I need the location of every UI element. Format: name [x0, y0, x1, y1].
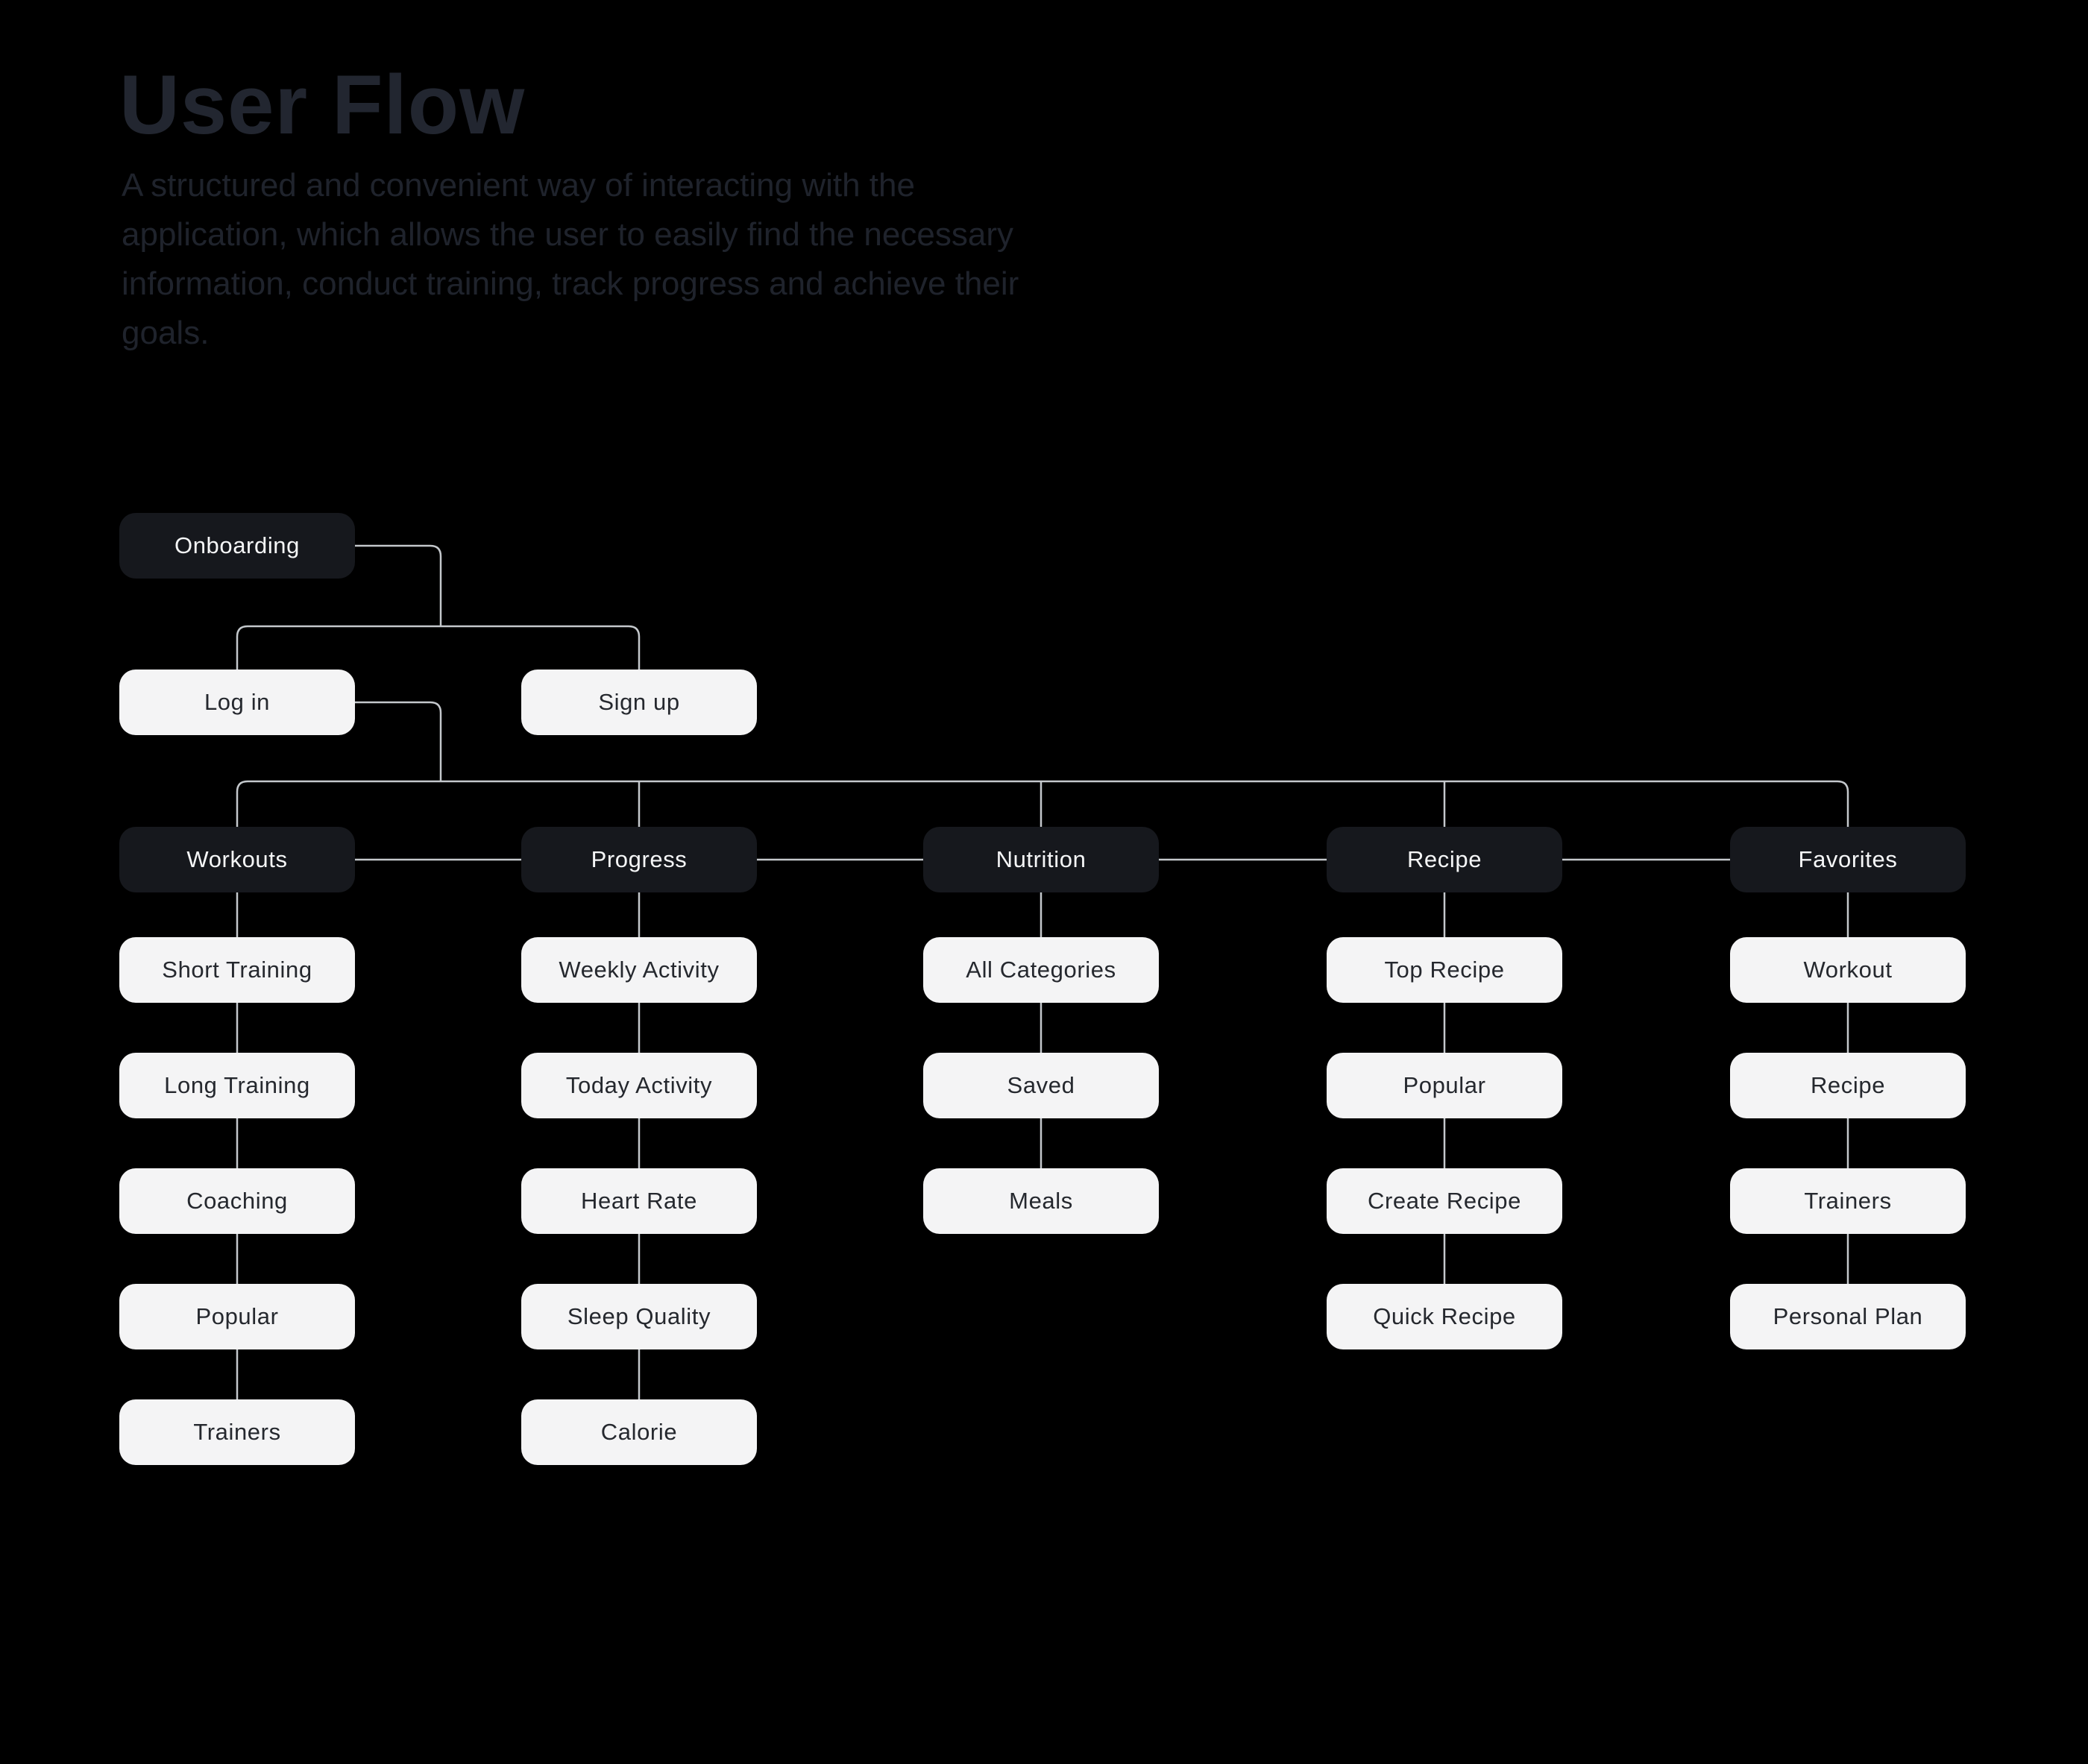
node-workouts: Workouts [119, 827, 355, 892]
node-meals: Meals [923, 1168, 1159, 1234]
node-short-training: Short Training [119, 937, 355, 1003]
node-favorites-recipe: Recipe [1730, 1053, 1966, 1118]
node-heart-rate: Heart Rate [521, 1168, 757, 1234]
node-coaching: Coaching [119, 1168, 355, 1234]
node-sleep-quality: Sleep Quality [521, 1284, 757, 1349]
node-personal-plan: Personal Plan [1730, 1284, 1966, 1349]
node-quick-recipe: Quick Recipe [1327, 1284, 1562, 1349]
node-saved: Saved [923, 1053, 1159, 1118]
node-top-recipe: Top Recipe [1327, 937, 1562, 1003]
node-log-in: Log in [119, 670, 355, 735]
node-create-recipe: Create Recipe [1327, 1168, 1562, 1234]
page-title: User Flow [119, 58, 526, 152]
node-calorie: Calorie [521, 1399, 757, 1465]
node-workouts-popular: Popular [119, 1284, 355, 1349]
node-nutrition: Nutrition [923, 827, 1159, 892]
node-progress: Progress [521, 827, 757, 892]
node-long-training: Long Training [119, 1053, 355, 1118]
node-all-categories: All Categories [923, 937, 1159, 1003]
node-favorites: Favorites [1730, 827, 1966, 892]
node-weekly-activity: Weekly Activity [521, 937, 757, 1003]
node-today-activity: Today Activity [521, 1053, 757, 1118]
node-sign-up: Sign up [521, 670, 757, 735]
node-favorites-trainers: Trainers [1730, 1168, 1966, 1234]
node-onboarding: Onboarding [119, 513, 355, 579]
node-recipe-popular: Popular [1327, 1053, 1562, 1118]
node-workouts-trainers: Trainers [119, 1399, 355, 1465]
page-description: A structured and convenient way of inter… [122, 167, 1019, 351]
node-favorites-workout: Workout [1730, 937, 1966, 1003]
node-recipe: Recipe [1327, 827, 1562, 892]
